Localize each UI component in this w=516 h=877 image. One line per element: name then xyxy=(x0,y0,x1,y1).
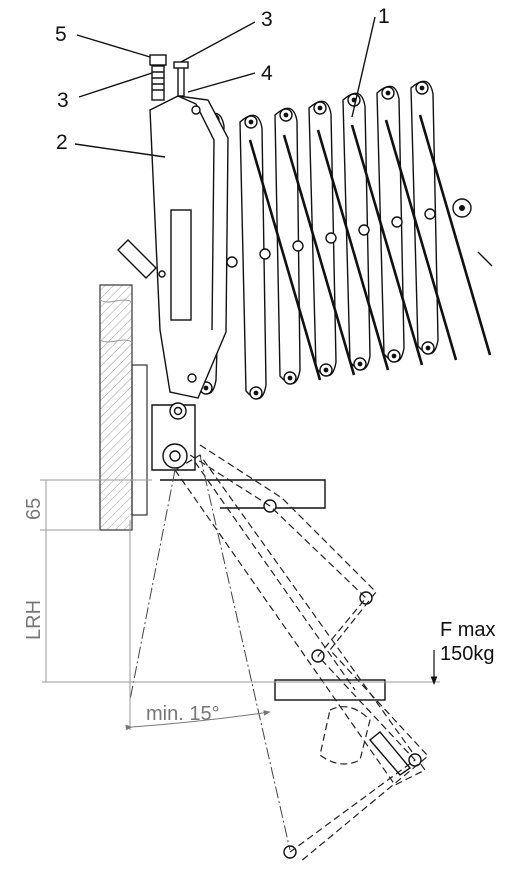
force-label-line2: 150kg xyxy=(440,643,495,665)
scissor-cross-link xyxy=(418,114,492,356)
angle-reference-line xyxy=(129,469,176,701)
folded-scissor-ladder xyxy=(195,80,493,400)
scissor-mid-pivot xyxy=(226,256,238,268)
deployed-ladder xyxy=(129,444,429,863)
scissor-cross-link xyxy=(282,134,356,376)
scissor-cross-link xyxy=(316,129,390,371)
scissor-pivot-dot xyxy=(323,367,329,373)
force-label-line1: F max xyxy=(440,619,496,641)
ladder-housing xyxy=(117,54,229,399)
scissor-mid-pivot xyxy=(325,232,337,244)
dimension-lines xyxy=(40,479,440,731)
scissor-pivot-dot xyxy=(391,353,397,359)
callout-leaders xyxy=(74,16,376,158)
deployed-housing xyxy=(174,454,426,786)
deployed-knob xyxy=(368,731,412,776)
scissor-pivot-dot xyxy=(253,390,259,396)
ceiling-section xyxy=(99,284,148,531)
scissor-pivot-dot xyxy=(203,385,209,391)
scissor-pivot-dot xyxy=(248,119,254,125)
scissor-mid-pivot xyxy=(292,240,304,252)
dimension-lrh: LRH xyxy=(23,600,45,640)
scissor-cross-link xyxy=(350,124,424,366)
dimension-angle: min. 15° xyxy=(146,703,220,725)
scissor-cross-link xyxy=(384,119,458,361)
scissor-cross-link xyxy=(248,139,322,381)
scissor-pivot-dot xyxy=(283,112,289,118)
deployed-housing-edge xyxy=(194,461,356,691)
dimension-65: 65 xyxy=(23,498,45,520)
scissor-pivot-dot xyxy=(317,105,323,111)
scissor-pivot-dot xyxy=(357,361,363,367)
floor-stub xyxy=(274,679,386,701)
hinge-bracket xyxy=(151,402,196,471)
scissor-pivot-dot xyxy=(419,85,425,91)
scissor-pivot-dot xyxy=(385,90,391,96)
callout-4: 4 xyxy=(261,62,273,85)
callout-5: 5 xyxy=(55,23,67,46)
scissor-end-pivot-dot xyxy=(459,205,465,211)
scissor-pivot-dot xyxy=(287,375,293,381)
scissor-stop xyxy=(477,251,493,267)
scissor-mid-pivot xyxy=(424,208,436,220)
deployed-zigzag-outer xyxy=(199,444,429,863)
callout-1: 1 xyxy=(378,5,390,28)
scissor-mid-pivot xyxy=(259,248,271,260)
scissor-mid-pivot xyxy=(391,216,403,228)
deployed-foot xyxy=(319,706,371,765)
callout-3-top: 3 xyxy=(261,8,273,31)
scissor-mid-pivot xyxy=(358,224,370,236)
callout-3-left: 3 xyxy=(57,89,69,112)
deployed-zigzag xyxy=(189,454,416,853)
callout-2: 2 xyxy=(56,131,68,154)
scissor-pivot-dot xyxy=(425,345,431,351)
centre-line xyxy=(199,454,291,851)
